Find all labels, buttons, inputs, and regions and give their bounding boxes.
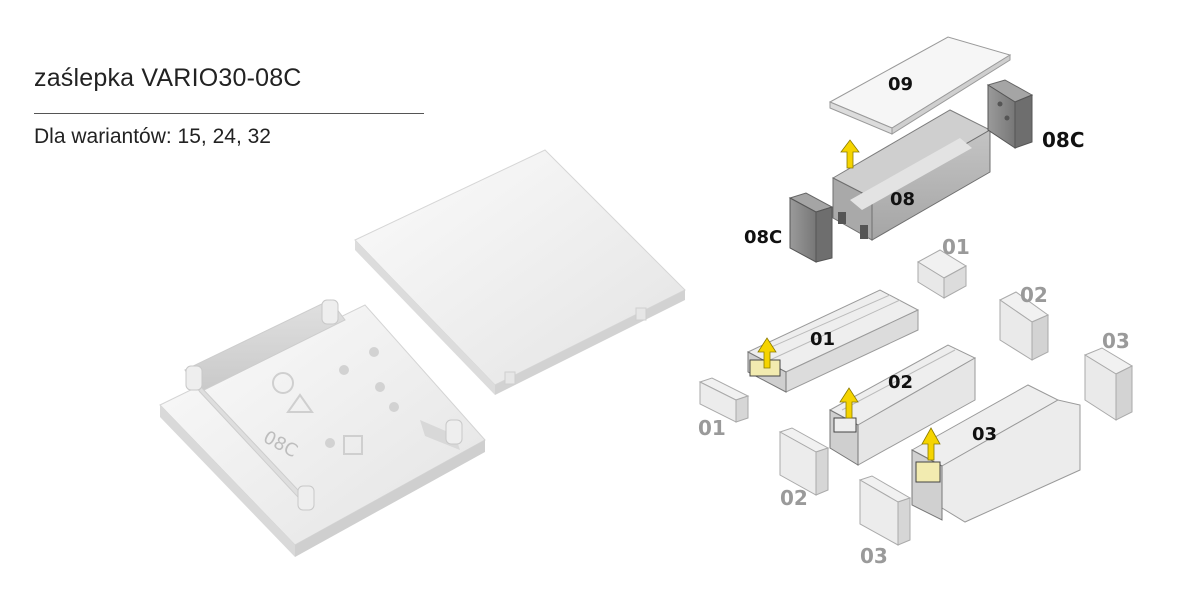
clip-02 (999, 291, 1050, 361)
label-endcap-08c-right: 08C (1042, 128, 1085, 152)
label-profile-02: 02 (888, 372, 913, 393)
profile-03 (910, 384, 1081, 523)
page-title: zaślepka VARIO30-08C (34, 64, 302, 92)
label-profile-08: 08 (890, 189, 915, 210)
arrow-03 (921, 427, 941, 461)
label-clip-02: 02 (1020, 283, 1048, 307)
profile-02 (828, 344, 977, 466)
variants-subtitle: Dla wariantów: 15, 24, 32 (34, 125, 271, 148)
cap-03 (858, 475, 912, 546)
cap-02 (778, 427, 830, 496)
label-endcap-08c-left: 08C (744, 227, 782, 248)
label-cap-03: 03 (860, 544, 888, 568)
label-profile-01: 01 (810, 329, 835, 350)
label-cover-09: 09 (888, 74, 913, 95)
cover-09 (828, 36, 1012, 135)
label-cap-01: 01 (698, 416, 726, 440)
arrow-08 (840, 139, 860, 169)
endcap-08c-left (788, 192, 834, 263)
cap-01 (698, 377, 750, 423)
arrow-01 (757, 337, 777, 369)
label-cap-02: 02 (780, 486, 808, 510)
endcap-photo-front: 08C (159, 299, 486, 557)
clip-01 (917, 249, 967, 299)
profile-01 (746, 289, 920, 393)
endcap-photo-back (354, 149, 686, 395)
label-profile-03: 03 (972, 424, 997, 445)
endcap-08c-right (986, 79, 1034, 149)
clip-03 (1083, 347, 1134, 421)
label-clip-03: 03 (1102, 329, 1130, 353)
title-divider (34, 113, 424, 114)
profile-08 (831, 109, 992, 241)
label-clip-01: 01 (942, 235, 970, 259)
arrow-02 (839, 387, 859, 419)
